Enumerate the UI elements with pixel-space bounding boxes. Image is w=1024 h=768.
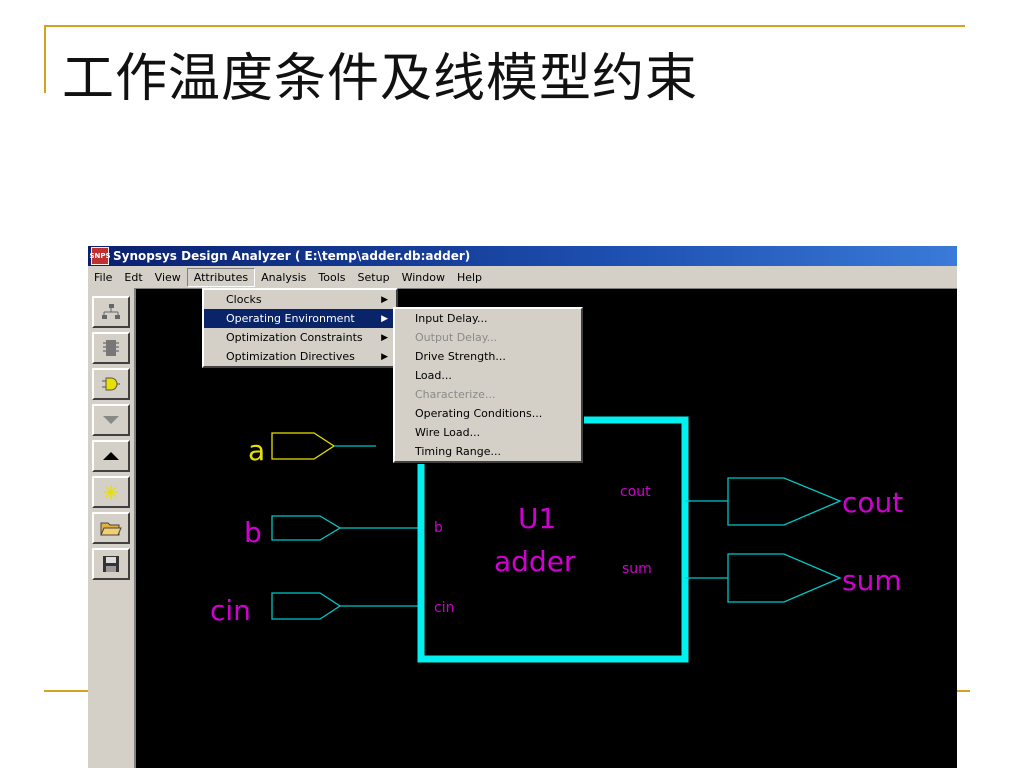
menu-view[interactable]: View [154, 270, 181, 284]
submenu-arrow-icon: ▶ [381, 294, 388, 305]
port-label-b: b [244, 516, 262, 549]
pop-up-button[interactable] [92, 440, 130, 472]
up-arrow-icon [103, 452, 119, 460]
output-port-sum[interactable]: sum [685, 553, 902, 603]
star-icon [104, 485, 118, 499]
submenu-arrow-icon: ▶ [381, 332, 388, 343]
menu-tools[interactable]: Tools [318, 270, 346, 284]
hierarchy-button[interactable] [92, 296, 130, 328]
left-toolbar [88, 288, 136, 768]
down-arrow-icon [103, 416, 119, 424]
menu-item-timing-range[interactable]: Timing Range... [415, 445, 502, 458]
slide-bottom-rule-left [44, 690, 88, 692]
port-label-cin: cin [210, 594, 251, 627]
menu-analysis[interactable]: Analysis [261, 270, 307, 284]
push-down-button[interactable] [92, 404, 130, 436]
menu-item-operating-environment[interactable]: Operating Environment▶ [204, 309, 396, 328]
open-folder-icon [100, 522, 122, 536]
menu-item-clocks[interactable]: Clocks▶ [226, 293, 388, 306]
cell-ref-name: adder [494, 545, 576, 578]
slide-title: 工作温度条件及线模型约束 [62, 49, 699, 109]
cell-instance-name: U1 [518, 502, 556, 535]
menu-item-optimization-directives[interactable]: Optimization Directives▶ [226, 350, 388, 363]
hierarchy-icon [102, 304, 120, 319]
menu-item-load[interactable]: Load... [415, 369, 452, 382]
menu-file[interactable]: File [94, 270, 113, 284]
symbol-button[interactable] [92, 332, 130, 364]
schematic-canvas[interactable]: a b cin U1 adder b cin cout sum cout [136, 288, 957, 768]
cell-pin-b: b [434, 520, 443, 536]
input-port-a[interactable]: a [248, 432, 376, 467]
menu-setup[interactable]: Setup [357, 270, 390, 284]
port-label-sum: sum [842, 564, 902, 597]
input-port-b[interactable]: b [244, 515, 418, 549]
open-button[interactable] [92, 512, 130, 544]
window-title: Synopsys Design Analyzer ( E:\temp\adder… [113, 249, 471, 263]
cell-pin-sum: sum [622, 561, 652, 577]
cell-pin-cin: cin [434, 600, 454, 616]
menu-window[interactable]: Window [401, 270, 445, 284]
slide-top-rule [44, 25, 965, 27]
menu-item-characterize: Characterize... [415, 388, 496, 401]
port-label-cout: cout [842, 486, 903, 519]
port-label-a: a [248, 434, 265, 467]
input-port-cin[interactable]: cin [210, 592, 418, 627]
save-button[interactable] [92, 548, 130, 580]
output-port-cout[interactable]: cout [685, 477, 903, 526]
attributes-menu: Clocks▶ Operating Environment▶ Optimizat… [202, 288, 398, 368]
menu-item-output-delay: Output Delay... [415, 331, 498, 344]
menu-item-optimization-constraints[interactable]: Optimization Constraints▶ [226, 331, 388, 344]
operating-environment-submenu: Input Delay... Output Delay... Drive Str… [393, 307, 583, 463]
menu-attributes[interactable]: Attributes [186, 267, 256, 287]
menu-item-operating-conditions[interactable]: Operating Conditions... [415, 407, 543, 420]
menu-item-wire-load[interactable]: Wire Load... [415, 426, 481, 439]
submenu-arrow-icon: ▶ [381, 313, 388, 324]
cell-pin-cout: cout [620, 484, 651, 500]
chip-icon [103, 340, 119, 356]
gate-icon [102, 377, 120, 391]
window-titlebar[interactable]: SNPS Synopsys Design Analyzer ( E:\temp\… [88, 246, 957, 266]
menu-item-drive-strength[interactable]: Drive Strength... [415, 350, 506, 363]
menu-help[interactable]: Help [456, 270, 483, 284]
synopsys-logo-icon: SNPS [89, 247, 111, 265]
menu-edit[interactable]: Edt [124, 270, 143, 284]
submenu-arrow-icon: ▶ [381, 351, 388, 362]
menubar: File Edt View Attributes Analysis Tools … [88, 266, 957, 289]
slide-bottom-rule-right [956, 690, 970, 692]
design-analyzer-window: SNPS Synopsys Design Analyzer ( E:\temp\… [88, 246, 957, 768]
save-disk-icon [103, 556, 119, 572]
slide-left-rule [44, 25, 46, 93]
menu-item-input-delay[interactable]: Input Delay... [415, 312, 488, 325]
flatten-button[interactable] [92, 476, 130, 508]
gate-button[interactable] [92, 368, 130, 400]
